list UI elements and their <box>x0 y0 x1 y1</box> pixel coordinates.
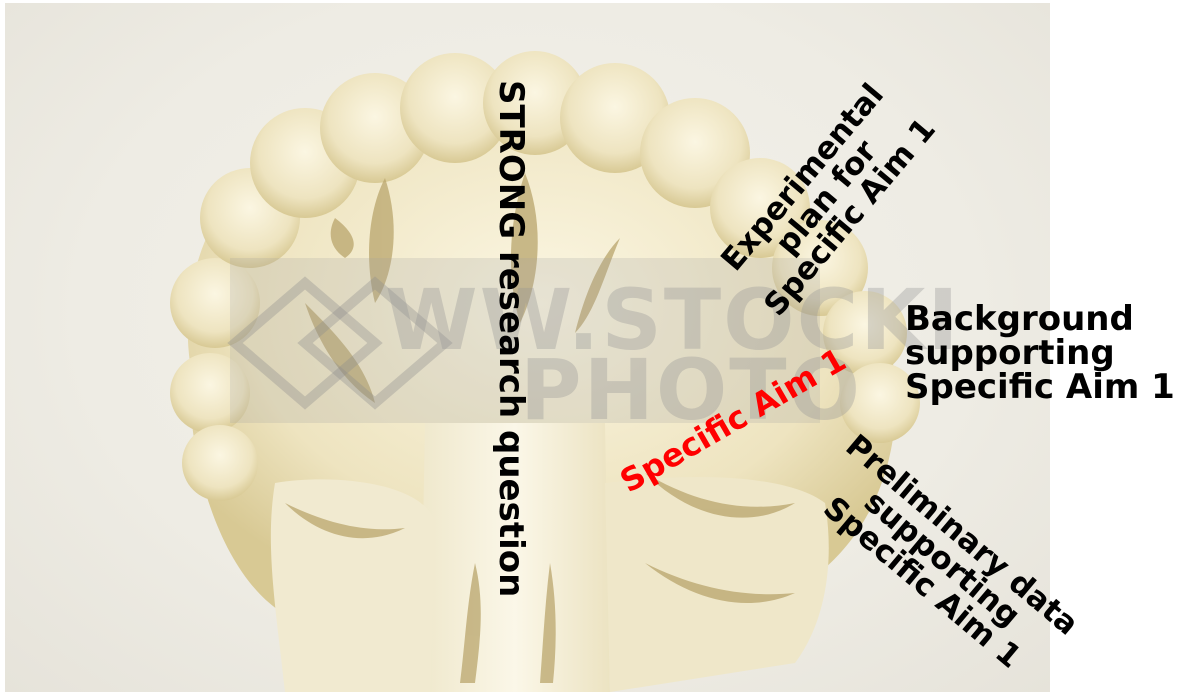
floret-bump <box>182 425 258 501</box>
research-question-label: STRONG research question <box>494 80 528 597</box>
background-label: Background supporting Specific Aim 1 <box>905 302 1175 404</box>
